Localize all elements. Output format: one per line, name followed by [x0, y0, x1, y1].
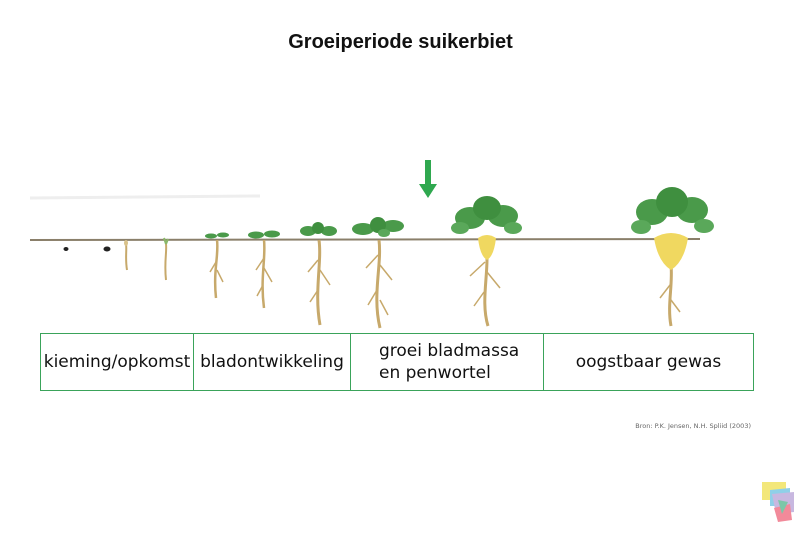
stage-leaf-development: bladontwikkeling [194, 334, 351, 390]
stage-harvest: oogstbaar gewas [544, 334, 753, 390]
seedling-icon [163, 237, 169, 281]
seedling-icon [352, 217, 404, 329]
logo-icon [762, 482, 794, 522]
stage-label: kieming/opkomst [43, 352, 191, 372]
down-arrow-icon [419, 160, 437, 198]
seedling-icon [300, 222, 337, 326]
faint-background-mark [29, 194, 261, 200]
seedling-icon [124, 240, 128, 271]
growth-stages: kieming/opkomst bladontwikkeling groei b… [40, 333, 754, 391]
seedling-icon [205, 232, 229, 299]
beet-plant-icon [451, 196, 522, 327]
stage-label: oogstbaar gewas [575, 352, 722, 372]
stage-label: bladontwikkeling [200, 352, 344, 372]
beet-plant-icon [631, 187, 714, 327]
soil-line [29, 238, 701, 241]
page-title: Groeiperiode suikerbiet [288, 31, 513, 53]
stage-germination: kieming/opkomst [41, 334, 194, 390]
stage-label: groei bladmassa en penwortel [379, 341, 520, 383]
seedling-icon [248, 230, 280, 309]
stage-growth: groei bladmassa en penwortel [351, 334, 544, 390]
seed-icon [103, 246, 111, 252]
seed-icon [63, 247, 69, 251]
source-citation: Bron: P.K. Jensen, N.H. Spliid (2003) [635, 422, 751, 430]
